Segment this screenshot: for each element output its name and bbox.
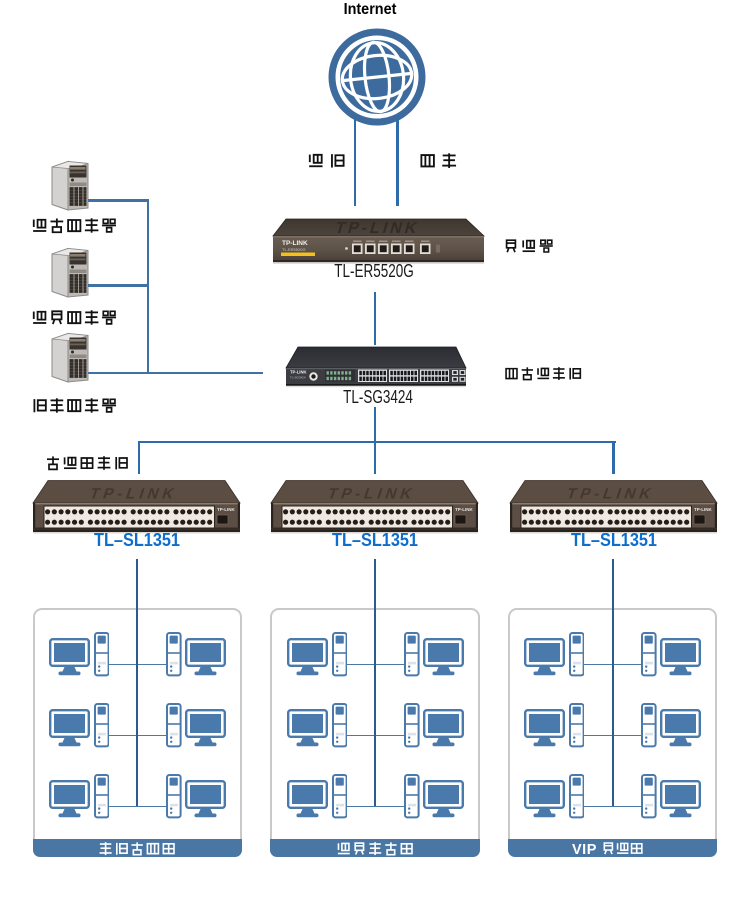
svg-text:TP-LINK: TP-LINK xyxy=(282,240,308,247)
svg-text:TP-LINK: TP-LINK xyxy=(333,219,422,237)
svg-text:TL-ER5520G: TL-ER5520G xyxy=(282,247,306,252)
svg-text:TP-LINK: TP-LINK xyxy=(290,370,307,375)
svg-text:TL-SG3424: TL-SG3424 xyxy=(290,376,306,380)
